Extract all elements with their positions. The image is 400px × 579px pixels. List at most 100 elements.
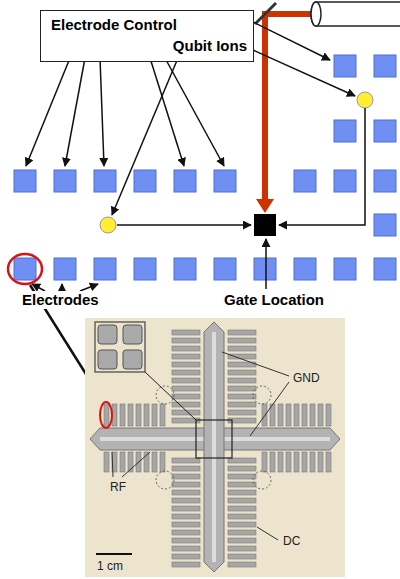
dc-pad <box>310 452 315 472</box>
chip-photo <box>85 318 345 577</box>
leader-line <box>122 452 150 477</box>
leader-line <box>112 452 113 477</box>
highlight-ellipse <box>8 254 42 284</box>
electrode <box>334 120 356 142</box>
dc-pad <box>228 354 256 359</box>
dc-pad <box>172 330 200 335</box>
dc-pad <box>144 404 149 426</box>
dc-pad <box>228 538 256 543</box>
dc-pad <box>172 378 200 383</box>
dc-pad <box>310 404 315 426</box>
leader-arrow <box>61 284 63 291</box>
dc-pad <box>228 490 256 495</box>
electrode <box>374 258 396 280</box>
dc-pad <box>228 378 256 383</box>
rf-rail <box>204 322 224 572</box>
dc-pad <box>172 514 200 519</box>
dc-pad <box>228 514 256 519</box>
dc-pad <box>228 522 256 527</box>
part-label: GND <box>291 371 322 385</box>
leader-line <box>257 527 278 540</box>
dc-pad <box>172 562 200 567</box>
transport-arrow <box>117 224 251 226</box>
electrode <box>214 170 236 192</box>
gate-location <box>254 214 276 236</box>
dc-pad <box>172 498 200 503</box>
dc-pad <box>172 522 200 527</box>
electrode <box>94 170 116 192</box>
dc-pad <box>326 404 331 426</box>
part-label: Gate Location <box>222 291 326 309</box>
leader-arrow <box>112 58 178 215</box>
dc-pad <box>172 386 200 391</box>
box-text: Qubit Ions <box>41 34 253 55</box>
electrode <box>334 170 356 192</box>
electrode <box>334 258 356 280</box>
dc-pad <box>228 466 256 471</box>
part-label: DC <box>281 534 302 548</box>
dc-pad <box>228 394 256 399</box>
scale-label: 1 cm <box>95 559 125 573</box>
dc-pad <box>262 404 267 426</box>
electrode <box>374 214 396 236</box>
laser-arrowhead <box>256 199 274 213</box>
leader-line <box>222 352 289 376</box>
qubit-ion <box>100 217 116 233</box>
qubit-ion <box>357 92 373 108</box>
scale-bar <box>96 553 132 555</box>
dc-pad <box>228 370 256 375</box>
dc-pad <box>128 404 133 426</box>
leader-arrow <box>100 58 104 166</box>
inset-electrode <box>123 350 142 369</box>
part-label: Electrodes <box>20 291 101 309</box>
laser-aperture <box>311 2 321 26</box>
electrode <box>174 170 196 192</box>
electrode <box>294 170 316 192</box>
dc-pad <box>286 452 291 472</box>
dc-pad <box>262 452 267 472</box>
dc-pad <box>172 466 200 471</box>
dc-pad <box>294 452 299 472</box>
dc-pad <box>172 482 200 487</box>
dc-pad <box>228 546 256 551</box>
dc-pad <box>172 362 200 367</box>
dc-pad <box>152 452 157 472</box>
dc-pad <box>228 386 256 391</box>
dc-pad <box>228 458 256 463</box>
electrode <box>334 55 356 77</box>
electrode <box>374 120 396 142</box>
electrode <box>94 258 116 280</box>
dc-pad <box>294 404 299 426</box>
leader-arrow <box>80 284 98 291</box>
inset <box>95 322 145 372</box>
dc-pad <box>228 530 256 535</box>
dc-pad <box>160 404 165 426</box>
dc-pad <box>326 452 331 472</box>
dc-pad <box>172 346 200 351</box>
electrode <box>54 170 76 192</box>
pad-fan <box>156 386 174 404</box>
dc-pad <box>104 452 109 472</box>
part-label: RF <box>108 480 128 494</box>
leader-arrow <box>65 58 85 166</box>
electrode <box>294 258 316 280</box>
leader-arrow <box>253 22 330 60</box>
dc-pad <box>172 354 200 359</box>
inset-electrode <box>123 325 142 344</box>
dc-pad <box>228 482 256 487</box>
electrode <box>14 170 36 192</box>
electrode <box>174 258 196 280</box>
dc-pad <box>172 458 200 463</box>
dc-pad <box>172 506 200 511</box>
leader-arrow <box>26 58 70 166</box>
electrode <box>134 258 156 280</box>
dc-pad <box>228 330 256 335</box>
dc-pad <box>172 394 200 399</box>
dc-pad <box>172 546 200 551</box>
pad-fan <box>253 471 271 489</box>
zoom-box <box>196 420 232 458</box>
inset-electrode <box>98 350 117 369</box>
